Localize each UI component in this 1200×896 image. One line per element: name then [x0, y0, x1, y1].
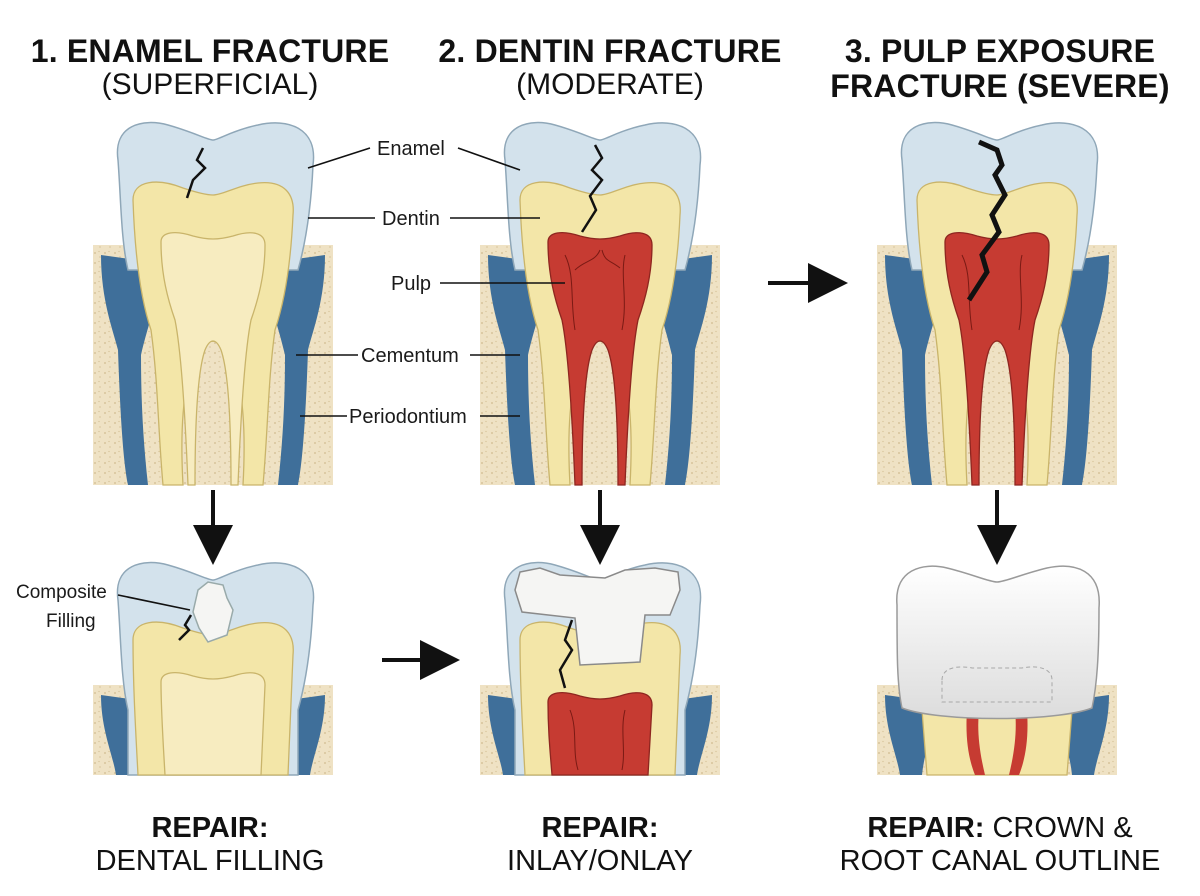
- heading-1-subtitle: (SUPERFICIAL): [101, 67, 319, 101]
- tooth-repair-onlay: [480, 561, 720, 776]
- repair-3-line2: ROOT CANAL OUTLINE: [839, 845, 1161, 878]
- repair-3-key: REPAIR:: [867, 812, 985, 844]
- tooth-repair-filling: [93, 561, 333, 776]
- repair-caption-2: REPAIR: INLAY/ONLAY: [400, 812, 800, 879]
- tooth-dentin-fracture: [480, 121, 720, 486]
- label-dentin: Dentin: [382, 208, 440, 230]
- heading-pulp-exposure: 3. PULP EXPOSURE FRACTURE (SEVERE): [800, 34, 1200, 103]
- label-composite-line2: Filling: [46, 611, 96, 632]
- label-leaders: [117, 147, 565, 611]
- repair-1-key: REPAIR:: [151, 812, 269, 844]
- heading-2-title: 2. DENTIN FRACTURE: [438, 33, 782, 69]
- tooth-pulp-exposure: [877, 121, 1117, 486]
- label-cementum: Cementum: [361, 345, 459, 367]
- repair-3-rest: CROWN &: [984, 812, 1133, 844]
- label-enamel: Enamel: [377, 138, 445, 160]
- label-periodontium: Periodontium: [349, 406, 467, 428]
- heading-3-subtitle: FRACTURE (SEVERE): [830, 67, 1170, 104]
- heading-dentin-fracture: 2. DENTIN FRACTURE (MODERATE): [410, 34, 810, 101]
- heading-3-title: 3. PULP EXPOSURE: [844, 33, 1156, 69]
- heading-1-title: 1. ENAMEL FRACTURE: [30, 33, 390, 69]
- repair-1-line2: DENTAL FILLING: [95, 845, 325, 878]
- repair-2-line2: INLAY/ONLAY: [507, 845, 693, 878]
- repair-caption-3: REPAIR: CROWN & ROOT CANAL OUTLINE: [800, 812, 1200, 879]
- heading-enamel-fracture: 1. ENAMEL FRACTURE (SUPERFICIAL): [10, 34, 410, 101]
- tooth-repair-crown: [877, 565, 1117, 776]
- heading-2-subtitle: (MODERATE): [516, 67, 704, 101]
- tooth-enamel-fracture: [93, 121, 333, 486]
- flow-arrows: [193, 263, 1017, 680]
- label-composite-line1: Composite: [16, 582, 107, 603]
- label-pulp: Pulp: [391, 273, 431, 295]
- repair-caption-1: REPAIR: DENTAL FILLING: [10, 812, 410, 879]
- repair-2-key: REPAIR:: [541, 812, 659, 844]
